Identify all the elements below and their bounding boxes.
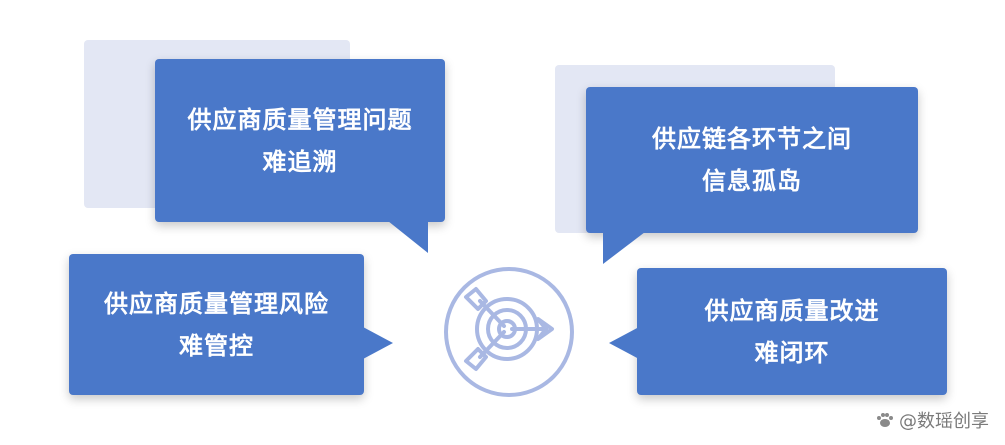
callout-bottom-right: 供应商质量改进 难闭环 xyxy=(637,268,947,395)
callout-top-right-line1: 供应链各环节之间 xyxy=(652,125,852,153)
callout-bottom-right-line1: 供应商质量改进 xyxy=(704,296,880,325)
callout-top-left-tail xyxy=(388,221,428,253)
callout-bottom-left-tail xyxy=(363,327,393,359)
callout-top-right: 供应链各环节之间 信息孤岛 xyxy=(586,87,918,233)
callout-bottom-right-tail xyxy=(609,327,639,359)
callout-top-left: 供应商质量管理问题 难追溯 xyxy=(155,59,445,222)
paw-icon xyxy=(877,413,893,427)
callout-top-right-tail xyxy=(603,232,645,264)
watermark: @数瑶创享 xyxy=(875,407,989,433)
callout-bottom-left-line1: 供应商质量管理风险 xyxy=(104,289,329,318)
callout-top-left-line2: 难追溯 xyxy=(262,147,338,176)
watermark-text: @数瑶创享 xyxy=(899,411,989,432)
target-arrows-icon xyxy=(444,267,574,397)
callout-top-right-line2: 信息孤岛 xyxy=(702,167,802,195)
callout-top-left-line1: 供应商质量管理问题 xyxy=(187,105,413,134)
callout-bottom-left: 供应商质量管理风险 难管控 xyxy=(69,254,364,395)
callout-bottom-right-line2: 难闭环 xyxy=(754,338,830,367)
callout-bottom-left-line2: 难管控 xyxy=(179,331,254,360)
